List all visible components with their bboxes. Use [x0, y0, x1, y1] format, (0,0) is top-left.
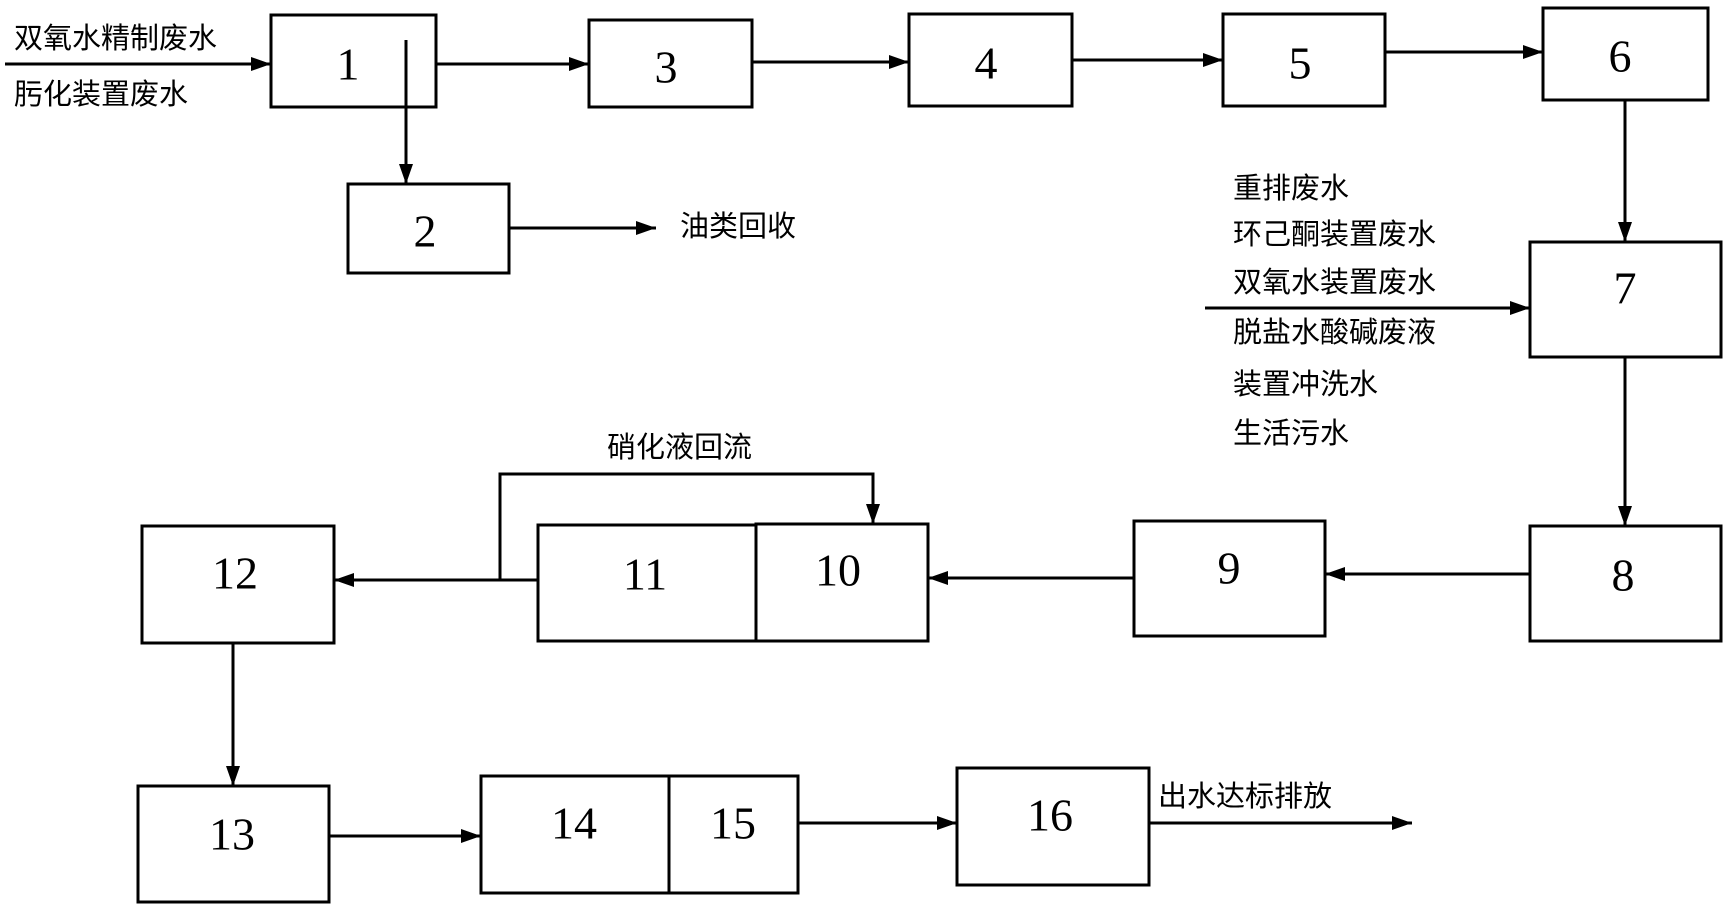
- svg-text:13: 13: [209, 809, 255, 860]
- svg-text:3: 3: [655, 42, 678, 93]
- svg-text:9: 9: [1218, 543, 1241, 594]
- box-10: 10: [754, 522, 930, 643]
- svg-text:6: 6: [1609, 31, 1632, 82]
- box-13: 13: [136, 784, 331, 904]
- arrow-nitrification-reflux: [498, 472, 880, 580]
- svg-text:4: 4: [975, 38, 998, 89]
- svg-text:2: 2: [414, 206, 437, 257]
- discharge-label: 出水达标排放: [1158, 779, 1332, 813]
- inflow-label: 装置冲洗水: [1233, 367, 1378, 401]
- box-15: 15: [667, 774, 800, 895]
- box-11: 11: [536, 523, 758, 643]
- svg-text:15: 15: [710, 798, 756, 849]
- inflow-label: 环己酮装置废水: [1233, 217, 1436, 251]
- box-9: 9: [1132, 519, 1327, 638]
- svg-text:14: 14: [551, 798, 597, 849]
- svg-text:16: 16: [1027, 790, 1073, 841]
- box-4: 4: [907, 12, 1074, 108]
- box-2: 2: [346, 182, 511, 275]
- box-14: 14: [479, 774, 671, 895]
- svg-text:12: 12: [212, 548, 258, 599]
- box-8: 8: [1528, 524, 1723, 643]
- box-7: 7: [1528, 240, 1723, 359]
- svg-text:11: 11: [623, 549, 667, 600]
- svg-text:8: 8: [1612, 550, 1635, 601]
- box-5: 5: [1221, 12, 1387, 108]
- box-16: 16: [955, 766, 1151, 887]
- svg-text:1: 1: [337, 39, 360, 90]
- nitrification-reflux-label: 硝化液回流: [607, 430, 752, 464]
- box-12: 12: [140, 524, 336, 645]
- svg-text:10: 10: [815, 545, 861, 596]
- svg-text:5: 5: [1289, 38, 1312, 89]
- inflow-label: 脱盐水酸碱废液: [1233, 315, 1436, 349]
- inflow-label: 生活污水: [1233, 416, 1349, 450]
- box-3: 3: [587, 18, 754, 109]
- box-6: 6: [1541, 6, 1710, 102]
- inflow-label: 双氧水装置废水: [1233, 265, 1436, 299]
- svg-text:7: 7: [1614, 263, 1637, 314]
- input-label-1: 双氧水精制废水: [14, 21, 217, 55]
- input-label-2: 肟化装置废水: [14, 77, 188, 111]
- oil-recovery-label: 油类回收: [680, 209, 796, 243]
- box-1: 1: [269, 13, 438, 109]
- inflow-label: 重排废水: [1233, 171, 1349, 205]
